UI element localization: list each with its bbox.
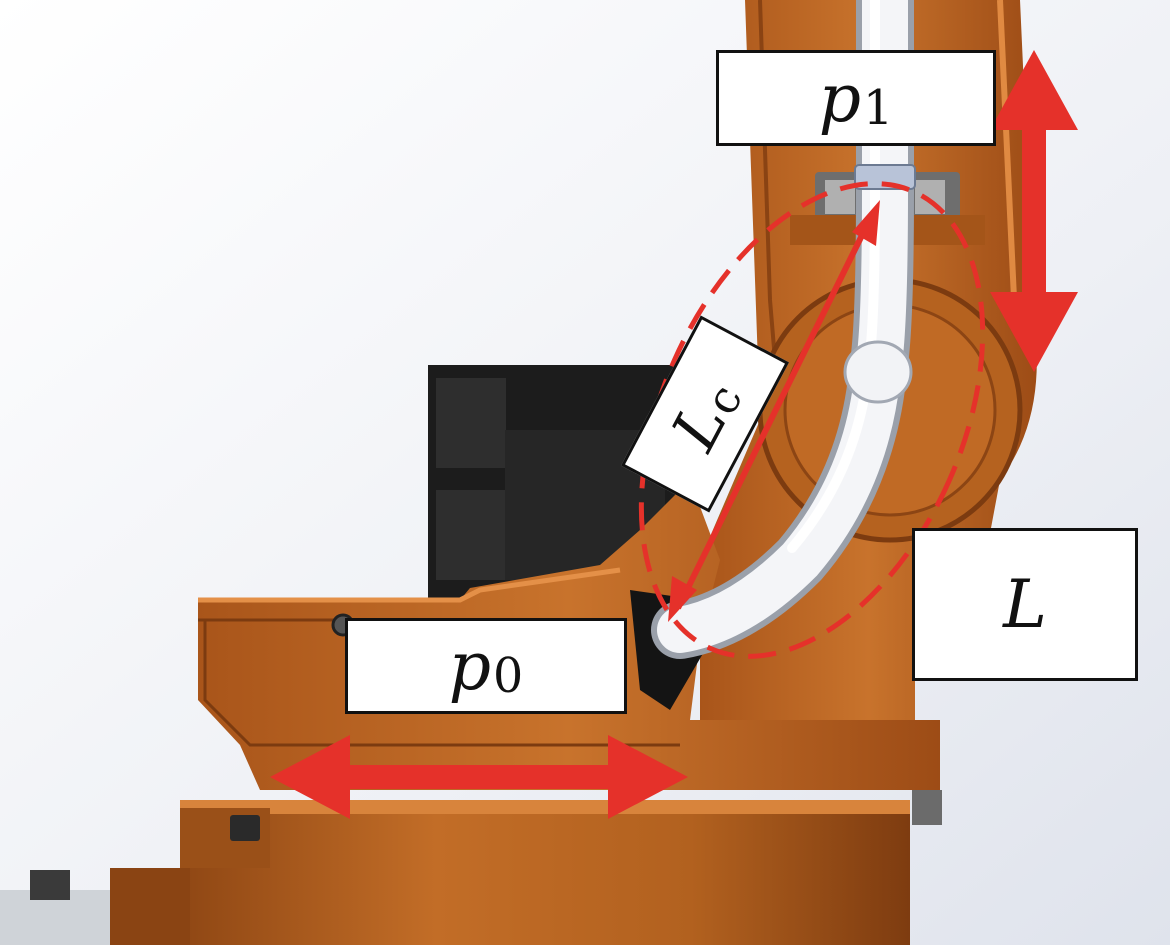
label-p0-sub: 0 — [493, 648, 524, 704]
robot-base — [0, 790, 942, 945]
cable-region-ellipse — [638, 181, 986, 659]
label-p1-sub: 1 — [863, 80, 894, 136]
cable — [651, 0, 916, 659]
vertical-travel-arrow — [990, 50, 1078, 372]
label-L: L — [912, 528, 1138, 681]
label-p0-main: p — [448, 627, 491, 705]
lc-length-arrow — [668, 200, 880, 622]
label-p1-main: p — [818, 59, 861, 137]
label-L-main: L — [1003, 566, 1047, 643]
horizontal-travel-arrow — [270, 735, 688, 819]
